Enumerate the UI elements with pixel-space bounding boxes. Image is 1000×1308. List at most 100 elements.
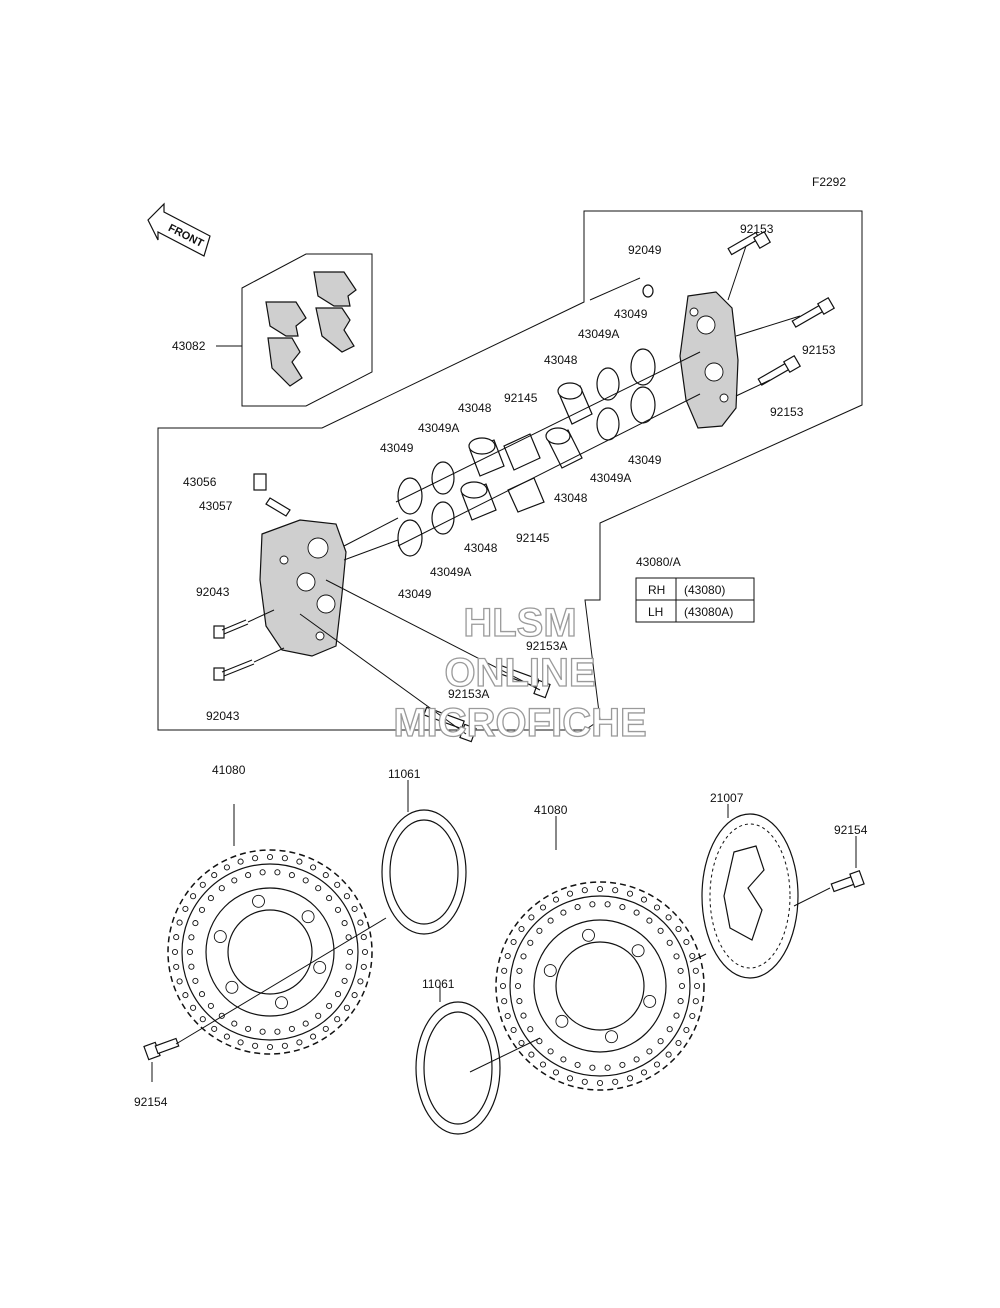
- disc-drill-hole: [589, 901, 596, 908]
- disc-drill-hole: [288, 872, 295, 879]
- table-lh-part: (43080A): [684, 605, 733, 619]
- disc-drill-hole: [310, 1033, 317, 1040]
- disc-drill-hole: [171, 948, 179, 956]
- disc-drill-hole: [360, 934, 367, 941]
- disc-drill-hole: [612, 887, 619, 894]
- disc-drill-hole: [190, 893, 197, 900]
- disc-drill-hole: [678, 982, 686, 990]
- disc-drill-hole: [499, 982, 507, 990]
- disc-drill-hole: [207, 895, 214, 902]
- label-92153-b: 92153: [802, 343, 836, 357]
- disc-drill-hole: [182, 992, 189, 999]
- disc-drill-hole: [341, 920, 348, 927]
- disc-drill-hole: [646, 917, 653, 924]
- disc-drill-hole: [176, 978, 183, 985]
- watermark-line2: ONLINE: [444, 651, 595, 695]
- disc-drill-hole: [199, 881, 206, 888]
- disc-drill-hole: [589, 1064, 596, 1071]
- gasket-11061-bottom: [415, 1001, 501, 1135]
- disc-drill-hole: [351, 905, 358, 912]
- label-92145-1: 92145: [504, 391, 538, 405]
- label-92153A-2: 92153A: [448, 687, 489, 701]
- disc-rivet: [543, 964, 557, 978]
- disc-drill-hole: [653, 904, 661, 911]
- disc-drill-hole: [657, 1038, 664, 1045]
- disc-drill-hole: [192, 977, 199, 984]
- disc-drill-hole: [677, 967, 684, 974]
- disc-drill-hole: [604, 1064, 611, 1071]
- disc-drill-hole: [640, 896, 648, 903]
- disc-drill-hole: [527, 1026, 534, 1033]
- disc-drill-hole: [296, 858, 303, 865]
- label-11061-1: 11061: [388, 767, 421, 781]
- disc-drill-hole: [516, 998, 523, 1005]
- gasket-11061-top: [381, 809, 467, 935]
- disc-drill-hole: [345, 963, 352, 970]
- label-43056: 43056: [183, 475, 217, 489]
- part-labels: 43082 92049 92153 92153 92153 43049 4304…: [134, 222, 868, 1109]
- disc-drill-hole: [633, 909, 640, 916]
- disc-drill-hole: [211, 1025, 218, 1032]
- disc-drill-hole: [683, 938, 690, 946]
- disc-drill-hole: [619, 1061, 626, 1068]
- disc-drill-hole: [504, 952, 511, 960]
- disc-drill-hole: [223, 1033, 230, 1040]
- disc-rivet: [252, 894, 265, 908]
- disc-drill-hole: [302, 1020, 309, 1027]
- label-43057: 43057: [199, 499, 233, 513]
- disc-drill-hole: [231, 1020, 238, 1027]
- label-43049-4: 43049: [398, 587, 432, 601]
- variant-table: RH (43080) LH (43080A): [635, 577, 755, 623]
- label-92153A-1: 92153A: [526, 639, 567, 653]
- disc-drill-hole: [322, 1025, 329, 1032]
- disc-drill-hole: [514, 982, 522, 990]
- disc-drill-hole: [190, 1004, 197, 1011]
- disc-drill-hole: [266, 853, 274, 861]
- disc-drill-hole: [516, 967, 523, 974]
- disc-drill-hole: [334, 1016, 341, 1023]
- disc-drill-hole: [237, 858, 244, 865]
- disc-drill-hole: [560, 909, 567, 916]
- disc-drill-hole: [536, 927, 543, 934]
- label-43049-1: 43049: [614, 307, 648, 321]
- disc-drill-hole: [596, 1079, 604, 1087]
- disc-drill-hole: [547, 1048, 554, 1055]
- front-arrow-icon: FRONT: [147, 202, 211, 257]
- label-92154-2: 92154: [134, 1095, 168, 1109]
- pistons-lower: [460, 437, 505, 521]
- disc-drill-hole: [343, 893, 350, 900]
- disc-drill-hole: [626, 1075, 634, 1082]
- disc-drill-hole: [176, 919, 183, 926]
- disc-drill-hole: [357, 978, 364, 985]
- disc-drill-hole: [310, 864, 317, 871]
- disc-drill-hole: [231, 877, 238, 884]
- disc-drill-hole: [334, 881, 341, 888]
- label-92043-1: 92043: [196, 585, 230, 599]
- label-92154-1: 92154: [834, 823, 868, 837]
- disc-drill-hole: [528, 914, 535, 921]
- disc-rivet: [275, 996, 288, 1010]
- disc-drill-hole: [612, 1078, 619, 1085]
- disc-drill-hole: [581, 1078, 588, 1085]
- label-43049A-3: 43049A: [590, 471, 631, 485]
- disc-drill-hole: [626, 890, 634, 897]
- bolt-92153-a: [727, 230, 772, 256]
- disc-drill-hole: [689, 1012, 696, 1020]
- disc-drill-hole: [510, 938, 517, 946]
- disc-drill-hole: [266, 1043, 274, 1051]
- disc-drill-hole: [520, 1012, 527, 1019]
- disc-drill-hole: [574, 1061, 581, 1068]
- disc-drill-hole: [689, 952, 696, 960]
- disc-axis-lines: [151, 780, 857, 1082]
- washer-92049: [642, 284, 654, 298]
- disc-drill-hole: [182, 905, 189, 912]
- disc-drill-hole: [252, 1042, 259, 1049]
- disc-drill-hole: [539, 1061, 547, 1068]
- disc-drill-hole: [552, 896, 560, 903]
- disc-drill-hole: [259, 1028, 266, 1035]
- disc-drill-hole: [186, 948, 194, 956]
- label-43049-2: 43049: [380, 441, 414, 455]
- disc-drill-hole: [341, 977, 348, 984]
- label-41080-2: 41080: [534, 803, 568, 817]
